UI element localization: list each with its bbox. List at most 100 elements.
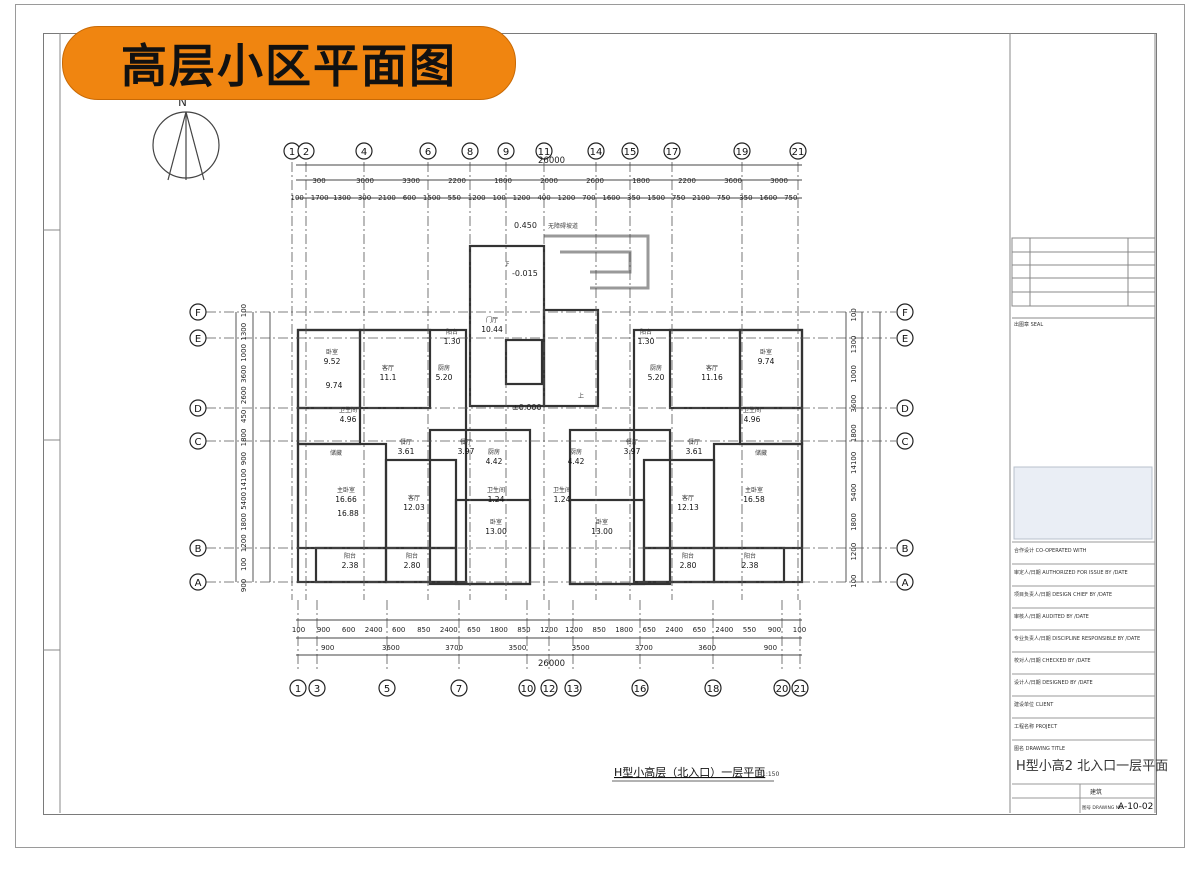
room-area: 13.00	[485, 527, 507, 536]
room-label: 厨房5.20	[436, 364, 453, 382]
room-area: 3.61	[686, 447, 703, 456]
dim-right-2: 1000	[850, 365, 858, 383]
axis-bubble-left-A: A	[189, 573, 207, 591]
room-label: 阳台1.30	[638, 328, 655, 346]
room-label: 阳台2.80	[404, 552, 421, 570]
axis-bubble-top-6: 6	[419, 142, 437, 160]
handwritten-drawing-title: H型小高2 北入口一层平面	[1016, 758, 1168, 774]
dim-bottom-2-1: 3600	[382, 644, 400, 652]
dim-top-2-15: 350	[627, 194, 640, 202]
room-name: 阳台	[744, 552, 756, 560]
room-area: 10.44	[481, 325, 503, 334]
axis-bubble-bottom-20: 20	[773, 679, 791, 697]
title-block-row-text: 审定人/日期 AUTHORIZED FOR ISSUE BY /DATE	[1014, 569, 1128, 576]
room-area: 5.20	[436, 373, 453, 382]
room-label: 餐厅3.97	[458, 438, 475, 456]
dim-bottom-1-20: 100	[793, 626, 806, 634]
room-area: 1.24	[554, 495, 571, 504]
dim-right-4: 1800	[850, 424, 858, 442]
overall-dim-bottom: 26000	[538, 659, 565, 669]
axis-bubble-bottom-13-label: 13	[567, 684, 580, 695]
dim-bottom-1-15: 2400	[665, 626, 683, 634]
room-name: 卧室	[490, 518, 502, 526]
axis-bubble-left-C: C	[189, 432, 207, 450]
axis-bubble-bottom-18: 18	[704, 679, 722, 697]
room-label: 阳台1.30	[444, 328, 461, 346]
axis-bubble-bottom-3: 3	[308, 679, 326, 697]
axis-bubble-top-14: 14	[587, 142, 605, 160]
room-name: 阳台	[406, 552, 418, 560]
overall-dim-top: 26000	[538, 156, 565, 166]
dim-left-9: 5400	[240, 492, 248, 510]
dim-bottom-1-8: 1800	[490, 626, 508, 634]
dim-top-2-1: 1700	[311, 194, 329, 202]
axis-bubble-top-2-label: 2	[303, 147, 309, 158]
dim-top-1-5: 2000	[540, 177, 558, 185]
dim-top-1-10: 3000	[770, 177, 788, 185]
dim-top-2-17: 750	[672, 194, 685, 202]
dim-bottom-1-18: 550	[743, 626, 756, 634]
axis-bubble-top-21-label: 21	[792, 147, 805, 158]
axis-bubble-left-E-label: E	[195, 334, 201, 345]
axis-bubble-left-D-label: D	[194, 404, 202, 415]
dim-top-1-4: 1800	[494, 177, 512, 185]
dim-bottom-1-13: 1800	[615, 626, 633, 634]
axis-bubble-top-15-label: 15	[624, 147, 637, 158]
room-label: 阳台2.80	[680, 552, 697, 570]
dim-top-1-7: 1800	[632, 177, 650, 185]
axis-bubble-bottom-7-label: 7	[456, 684, 462, 695]
seal-label: 出图章 SEAL	[1014, 321, 1043, 328]
level-label-entry: -0.015	[512, 269, 538, 278]
room-name: 厨房	[570, 448, 582, 456]
dim-right-8: 1200	[850, 543, 858, 561]
axis-bubble-top-6-label: 6	[425, 147, 431, 158]
banner-title: 高层小区平面图	[121, 39, 457, 93]
dim-top-2-4: 2100	[378, 194, 396, 202]
dim-top-1-0: 300	[312, 177, 325, 185]
dim-bottom-1-2: 600	[342, 626, 355, 634]
room-label: 餐厅3.97	[624, 438, 641, 456]
room-area: 16.58	[743, 495, 765, 504]
dim-bottom-2-5: 3700	[635, 644, 653, 652]
room-label: 9.74	[326, 381, 343, 390]
room-name: 卫生间	[553, 486, 571, 494]
dim-left-0: 100	[240, 304, 248, 317]
axis-bubble-top-19: 19	[733, 142, 751, 160]
axis-bubble-left-B: B	[189, 539, 207, 557]
title-block-row-text: 项目负责人/日期 DESIGN CHIEF BY /DATE	[1014, 591, 1112, 598]
dim-left-12: 100	[240, 558, 248, 571]
left-margin-strip	[43, 33, 61, 813]
dim-top-2-0: 100	[291, 194, 304, 202]
dim-top-1-6: 2600	[586, 177, 604, 185]
axis-bubble-bottom-1: 1	[289, 679, 307, 697]
room-area: 2.38	[742, 561, 759, 570]
dim-bottom-1-7: 650	[467, 626, 480, 634]
dim-top-2-7: 550	[448, 194, 461, 202]
axis-bubble-bottom-16: 16	[631, 679, 649, 697]
dim-top-2-16: 1500	[647, 194, 665, 202]
axis-bubble-top-9-label: 9	[503, 147, 509, 158]
room-area: 12.13	[677, 503, 699, 512]
room-name: 厨房	[650, 364, 662, 372]
axis-bubble-top-11-label: 11	[538, 147, 551, 158]
room-label: 阳台2.38	[342, 552, 359, 570]
dim-top-2-11: 400	[537, 194, 550, 202]
axis-bubble-top-4: 4	[355, 142, 373, 160]
room-area: 2.38	[342, 561, 359, 570]
axis-bubble-bottom-20-label: 20	[776, 684, 789, 695]
room-label: 餐厅3.61	[398, 438, 415, 456]
drawing-no-label: 图号 DRAWING NO.	[1082, 805, 1124, 811]
drawing-scale: 1:150	[762, 771, 779, 778]
room-name: 主卧室	[745, 486, 763, 494]
axis-bubble-right-C-label: C	[902, 437, 909, 448]
axis-bubble-bottom-10: 10	[518, 679, 536, 697]
axis-bubble-top-1-label: 1	[289, 147, 295, 158]
dim-bottom-2-6: 3600	[698, 644, 716, 652]
